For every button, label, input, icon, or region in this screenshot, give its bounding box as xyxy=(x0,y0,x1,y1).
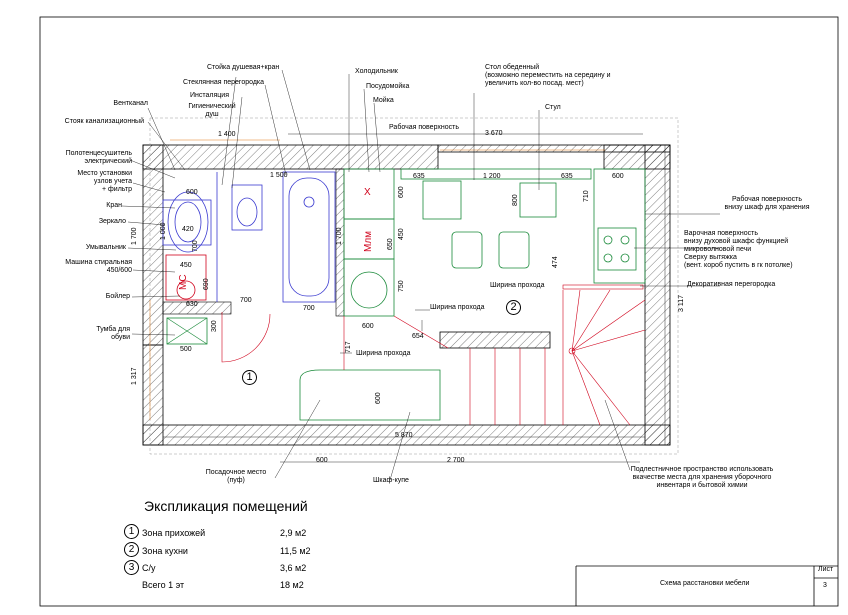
dim-700a: 700 xyxy=(192,240,199,252)
dim-1317: 1 317 xyxy=(131,367,138,385)
explication-num-2: 2 xyxy=(124,542,139,557)
label-dekor: Декоративная перегородка xyxy=(687,281,776,288)
label-stoyka: Стойка душевая+кран xyxy=(207,64,280,71)
shoe-cabinet xyxy=(166,317,208,345)
dim-500: 500 xyxy=(180,346,192,353)
dim-1700b: 1 700 xyxy=(336,227,343,245)
dim-600b: 600 xyxy=(612,173,624,180)
dim-717: 717 xyxy=(345,341,352,353)
entry-door xyxy=(221,312,271,363)
label-zerkalo: Зеркало xyxy=(98,218,126,225)
explication-name-2: Зона кухни xyxy=(142,546,188,556)
dim-700b: 700 xyxy=(240,297,252,304)
label-ventkanal: Вентканал xyxy=(113,100,148,107)
kitchen-furniture xyxy=(299,168,646,421)
equipment-mlm: Млм xyxy=(363,230,374,252)
label-varochnaya: Варочная поверхность внизу духовой шкафс… xyxy=(684,230,793,269)
dim-420: 420 xyxy=(182,226,194,233)
dim-300: 300 xyxy=(211,320,218,332)
black-dimension-lines xyxy=(163,133,666,463)
dim-600e: 600 xyxy=(375,392,382,404)
label-stul: Стул xyxy=(545,104,561,111)
dimension-lines xyxy=(149,139,605,420)
dim-800: 800 xyxy=(512,194,519,206)
label-shirina-1: Ширина прохода xyxy=(490,282,545,289)
dim-650: 650 xyxy=(387,238,394,250)
label-posudomoyka: Посудомойка xyxy=(366,83,410,90)
dim-635a: 635 xyxy=(413,173,425,180)
label-gigien: Гигиенический душ xyxy=(188,103,236,118)
dim-1200: 1 200 xyxy=(483,173,501,180)
explication-num-1: 1 xyxy=(124,524,139,539)
dim-654: 654 xyxy=(412,333,424,340)
explication-name-1: Зона прихожей xyxy=(142,528,206,538)
equipment-ms: МС xyxy=(178,274,189,290)
zone-marker-2: 2 xyxy=(506,300,521,315)
label-rab-vnizu: Рабочая поверхность внизу шкаф для хране… xyxy=(724,196,810,211)
dim-600d: 600 xyxy=(362,323,374,330)
dim-600a: 600 xyxy=(186,189,198,196)
label-mashina: Машина стиральная 450/600 xyxy=(65,259,132,274)
explication-name-3: С/у xyxy=(142,563,156,573)
explication-area-3: 3,6 м2 xyxy=(280,563,307,573)
dim-450b: 450 xyxy=(398,228,405,240)
label-installyatsiya: Инсталяция xyxy=(190,92,230,99)
dim-1500: 1 500 xyxy=(270,172,288,179)
label-shkaf: Шкаф-купе xyxy=(373,477,409,484)
dim-1000: 1 000 xyxy=(160,222,167,240)
label-holodilnik: Холодильник xyxy=(355,68,398,75)
label-podlest: Подлестничное пространство использовать … xyxy=(630,466,774,489)
sheet-frame xyxy=(39,16,839,607)
dim-2700: 2 700 xyxy=(447,457,465,464)
explication-total-label: Всего 1 эт xyxy=(142,580,185,590)
dim-474: 474 xyxy=(552,256,559,268)
dim-750: 750 xyxy=(398,280,405,292)
label-boyler: Бойлер xyxy=(105,293,130,300)
walls xyxy=(142,144,671,446)
title-block-sheet-label: Лист xyxy=(818,566,834,573)
dim-600g: 600 xyxy=(316,457,328,464)
dim-1700a: 1 700 xyxy=(131,227,138,245)
label-shirina-2: Ширина прохода xyxy=(430,304,485,311)
label-shirina-3: Ширина прохода xyxy=(356,350,411,357)
leader-lines xyxy=(121,69,720,481)
dim-700c: 700 xyxy=(303,305,315,312)
washing-machine xyxy=(165,254,207,301)
explication-area-2: 11,5 м2 xyxy=(280,546,311,556)
dim-635b: 635 xyxy=(561,173,573,180)
dim-5870: 5 870 xyxy=(395,432,413,439)
label-mesto: Место установки узлов учета + фильтр xyxy=(77,170,132,193)
explication-num-3: 3 xyxy=(124,560,139,575)
explication-area-1: 2,9 м2 xyxy=(280,528,307,538)
dim-3670: 3 670 xyxy=(485,130,503,137)
label-steklyannaya: Стеклянная перегородка xyxy=(183,79,265,86)
dim-1400: 1 400 xyxy=(218,131,236,138)
label-rabochaya: Рабочая поверхность xyxy=(389,124,459,131)
explication-title: Экспликация помещений xyxy=(144,498,308,514)
red-annotations xyxy=(343,284,646,426)
dim-690: 690 xyxy=(203,278,210,290)
zone-marker-1: 1 xyxy=(242,370,257,385)
title-block-title: Схема расстановки мебели xyxy=(660,580,750,587)
label-polotentse: Полотенцесушитель электрический xyxy=(65,150,132,165)
label-tumba: Тумба для обуви xyxy=(96,326,130,341)
dim-710: 710 xyxy=(583,190,590,202)
explication-total-area: 18 м2 xyxy=(280,580,304,590)
label-stol: Стол обеденный (возможно переместить на … xyxy=(485,64,611,87)
dim-450: 450 xyxy=(180,262,192,269)
dim-630: 630 xyxy=(186,301,198,308)
label-posad: Посадочное место (пуф) xyxy=(205,469,267,484)
label-stoyak: Стояк канализационный xyxy=(64,118,144,125)
title-block-sheet-number: 3 xyxy=(823,582,827,589)
bathroom-fixtures xyxy=(162,171,336,303)
label-kran: Кран xyxy=(106,202,122,209)
label-moyka: Мойка xyxy=(373,97,394,104)
dim-600c: 600 xyxy=(398,186,405,198)
label-umyvalnik: Умывальник xyxy=(85,244,126,251)
equipment-x-mark: Х xyxy=(364,187,371,198)
dim-3117: 3 117 xyxy=(678,295,685,312)
